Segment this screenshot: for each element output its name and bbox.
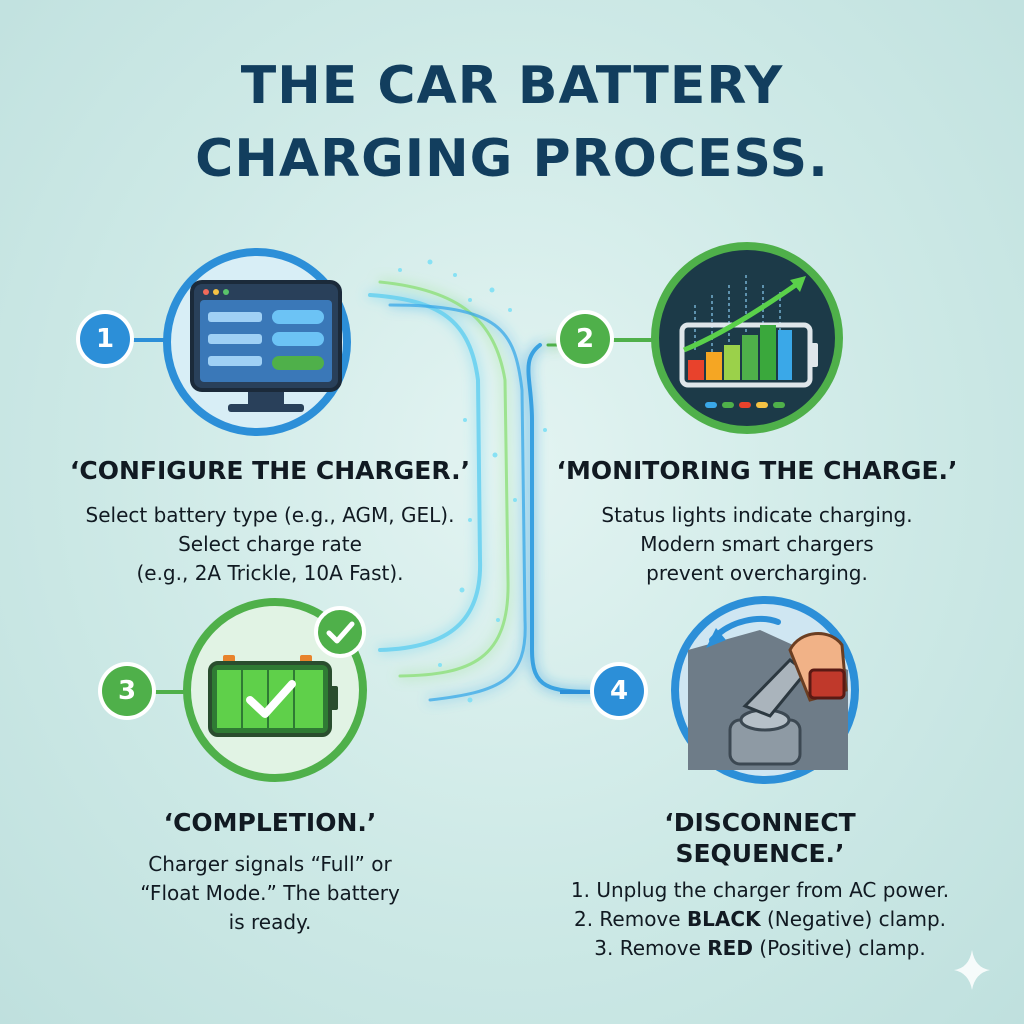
full-battery-icon — [208, 655, 338, 737]
step-2-badge: 2 — [560, 314, 610, 364]
step-4-item-1: 1. Unplug the charger from AC power. — [570, 878, 950, 902]
step-1-line-1: Select battery type (e.g., AGM, GEL). — [85, 503, 455, 527]
step-2-line-1: Status lights indicate charging. — [601, 503, 913, 527]
step-1-line-3: (e.g., 2A Trickle, 10A Fast). — [136, 561, 404, 585]
step-4-title-line-2: SEQUENCE.’ — [675, 839, 845, 868]
sparkle-icon — [954, 950, 990, 990]
step-2-line-3: prevent overcharging. — [646, 561, 868, 585]
charging-chart-icon — [679, 275, 818, 408]
page-title-line-2: CHARGING PROCESS. — [195, 129, 829, 189]
step-2-line-2: Modern smart chargers — [640, 532, 874, 556]
page-title-line-1: THE CAR BATTERY — [240, 56, 784, 116]
flow-particles — [398, 259, 547, 703]
step-2-description: Status lights indicate charging. Modern … — [522, 501, 992, 588]
flow-connector — [368, 280, 600, 702]
checkmark-badge-icon — [314, 606, 366, 658]
step-3-line-2: “Float Mode.” The battery — [140, 881, 400, 905]
step-1-illustration — [163, 248, 351, 436]
step-4-title-line-1: ‘DISCONNECT — [664, 808, 856, 837]
step-3-title: ‘COMPLETION.’ — [163, 808, 377, 837]
step-4-title: ‘DISCONNECT SEQUENCE.’ — [540, 807, 980, 869]
monitor-icon — [190, 280, 342, 412]
step-3-line-3: is ready. — [228, 910, 312, 934]
step-2-illustration — [651, 242, 843, 434]
step-3-badge: 3 — [102, 666, 152, 716]
step-3-line-1: Charger signals “Full” or — [148, 852, 392, 876]
step-4-badge: 4 — [594, 666, 644, 716]
step-1-badge: 1 — [80, 314, 130, 364]
step-3-description: Charger signals “Full” or “Float Mode.” … — [90, 850, 450, 937]
step-4-item-2: 2. Remove BLACK (Negative) clamp. — [573, 907, 947, 931]
step-2-title: ‘MONITORING THE CHARGE.’ — [556, 456, 958, 485]
step-1-line-2: Select charge rate — [178, 532, 362, 556]
step-4-description: 1. Unplug the charger from AC power. 2. … — [524, 876, 996, 963]
step-4-item-3: 3. Remove RED (Positive) clamp. — [594, 936, 926, 960]
step-4-illustration — [671, 596, 859, 784]
step-1-description: Select battery type (e.g., AGM, GEL). Se… — [40, 501, 500, 588]
step-1-title: ‘CONFIGURE THE CHARGER.’ — [69, 456, 471, 485]
clamp-hand-icon — [688, 616, 848, 770]
